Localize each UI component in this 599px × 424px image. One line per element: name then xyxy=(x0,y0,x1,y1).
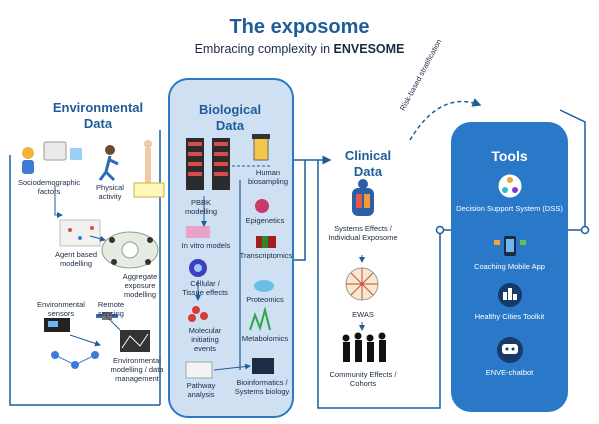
tool-item-dss: Decision Support System (DSS) xyxy=(456,204,563,213)
tools-feedback-line xyxy=(559,109,586,231)
tools-heading: Tools xyxy=(491,148,528,164)
env-bracket-line xyxy=(9,155,160,406)
network-icon xyxy=(497,173,523,199)
metabolomics-icon xyxy=(249,306,271,332)
mobile-app-icon xyxy=(494,236,526,256)
biosampling-tube xyxy=(252,134,270,161)
in-vitro-label: In vitro models xyxy=(181,241,231,250)
systems-effects-label: Systems Effects / Individual Exposome xyxy=(328,224,398,242)
tools-panel xyxy=(451,122,568,412)
agent-based-label: Agent based modelling xyxy=(54,250,98,268)
tool-item-healthy-cities: Healthy Cities Toolkit xyxy=(474,312,545,321)
environmental-heading: Environmental Data xyxy=(38,100,158,132)
people-group-icon xyxy=(342,332,386,362)
remote-sensing-illustration xyxy=(96,312,118,320)
transcriptomics-label: Transcriptomics xyxy=(239,251,293,260)
tool-item-coaching-app: Coaching Mobile App xyxy=(474,262,545,271)
agent-based-illustration xyxy=(59,219,101,247)
community-effects-label: Community Effects / Cohorts xyxy=(329,370,397,388)
proteomics-icon xyxy=(254,280,274,292)
clinical-heading: Clinical Data xyxy=(328,148,408,180)
remote-sensing-label: Remote sensing xyxy=(97,300,125,318)
epigenetics-label: Epigenetics xyxy=(245,216,285,225)
connector-dot xyxy=(435,225,445,235)
data-network-illustration xyxy=(51,351,99,369)
proteomics-label: Proteomics xyxy=(246,295,284,304)
human-biosampling-label: Human biosampling xyxy=(247,168,289,186)
sociodemographic-illustration xyxy=(22,141,82,174)
epigenetics-icon xyxy=(255,199,269,213)
molecular-icon xyxy=(188,306,208,322)
clinical-heading-line1: Clinical xyxy=(344,148,392,163)
bioinformatics-icon xyxy=(252,358,274,374)
risk-arc xyxy=(409,98,482,141)
environmental-heading-line2: Data xyxy=(83,116,113,131)
environmental-heading-line1: Environmental xyxy=(52,100,144,115)
physical-activity-label: Physical activity xyxy=(96,183,124,201)
bioinformatics-label: Bioinformatics / Systems biology xyxy=(234,378,290,396)
biological-heading-line1: Biological xyxy=(198,102,262,117)
pbbk-label: PBBK modelling xyxy=(184,198,218,216)
ewas-label: EWAS xyxy=(352,310,374,319)
biological-heading-line2: Data xyxy=(215,118,245,133)
biological-heading: Biological Data xyxy=(180,102,280,134)
ewas-icon xyxy=(345,267,379,301)
environmental-modelling-illustration xyxy=(120,330,150,352)
clinical-heading-line2: Data xyxy=(353,164,383,179)
cellular-label: Cellular / Tissue effects xyxy=(182,279,228,297)
molecular-label: Molecular initiating events xyxy=(188,326,222,353)
biological-sample-racks xyxy=(186,138,230,190)
subtitle-prefix: Embracing complexity in xyxy=(194,42,334,56)
robot-icon xyxy=(497,337,523,363)
in-vitro-icon xyxy=(186,226,210,238)
page-subtitle: Embracing complexity in ENVESOME xyxy=(0,42,599,56)
environmental-sensors-illustration xyxy=(44,318,70,332)
environmental-modelling-label: Environmental modelling / data managemen… xyxy=(110,356,164,383)
torso-icon xyxy=(352,179,374,216)
page-title: The exposome xyxy=(229,16,370,38)
pathway-label: Pathway analysis xyxy=(186,381,216,399)
physical-activity-illustration xyxy=(98,140,152,185)
aggregate-exposure-illustration xyxy=(101,231,159,269)
bio-clinical-link xyxy=(294,160,306,261)
pathway-icon xyxy=(185,361,213,379)
transcriptomics-icon xyxy=(256,236,276,248)
survey-note xyxy=(133,182,165,198)
tool-item-chatbot: ENVE-chatbot xyxy=(485,368,534,377)
aggregate-exposure-label: Aggregate exposure modelling xyxy=(122,272,158,299)
subtitle-brand: ENVESOME xyxy=(333,42,405,56)
cellular-icon xyxy=(189,259,207,277)
environmental-sensors-label: Environmental sensors xyxy=(37,300,85,318)
clinical-bracket-line xyxy=(317,160,441,409)
connector-dot xyxy=(580,225,590,235)
metabolomics-label: Metabolomics xyxy=(241,334,289,343)
city-icon xyxy=(498,283,522,307)
sociodemographic-label: Sociodemographic factors xyxy=(18,178,81,196)
